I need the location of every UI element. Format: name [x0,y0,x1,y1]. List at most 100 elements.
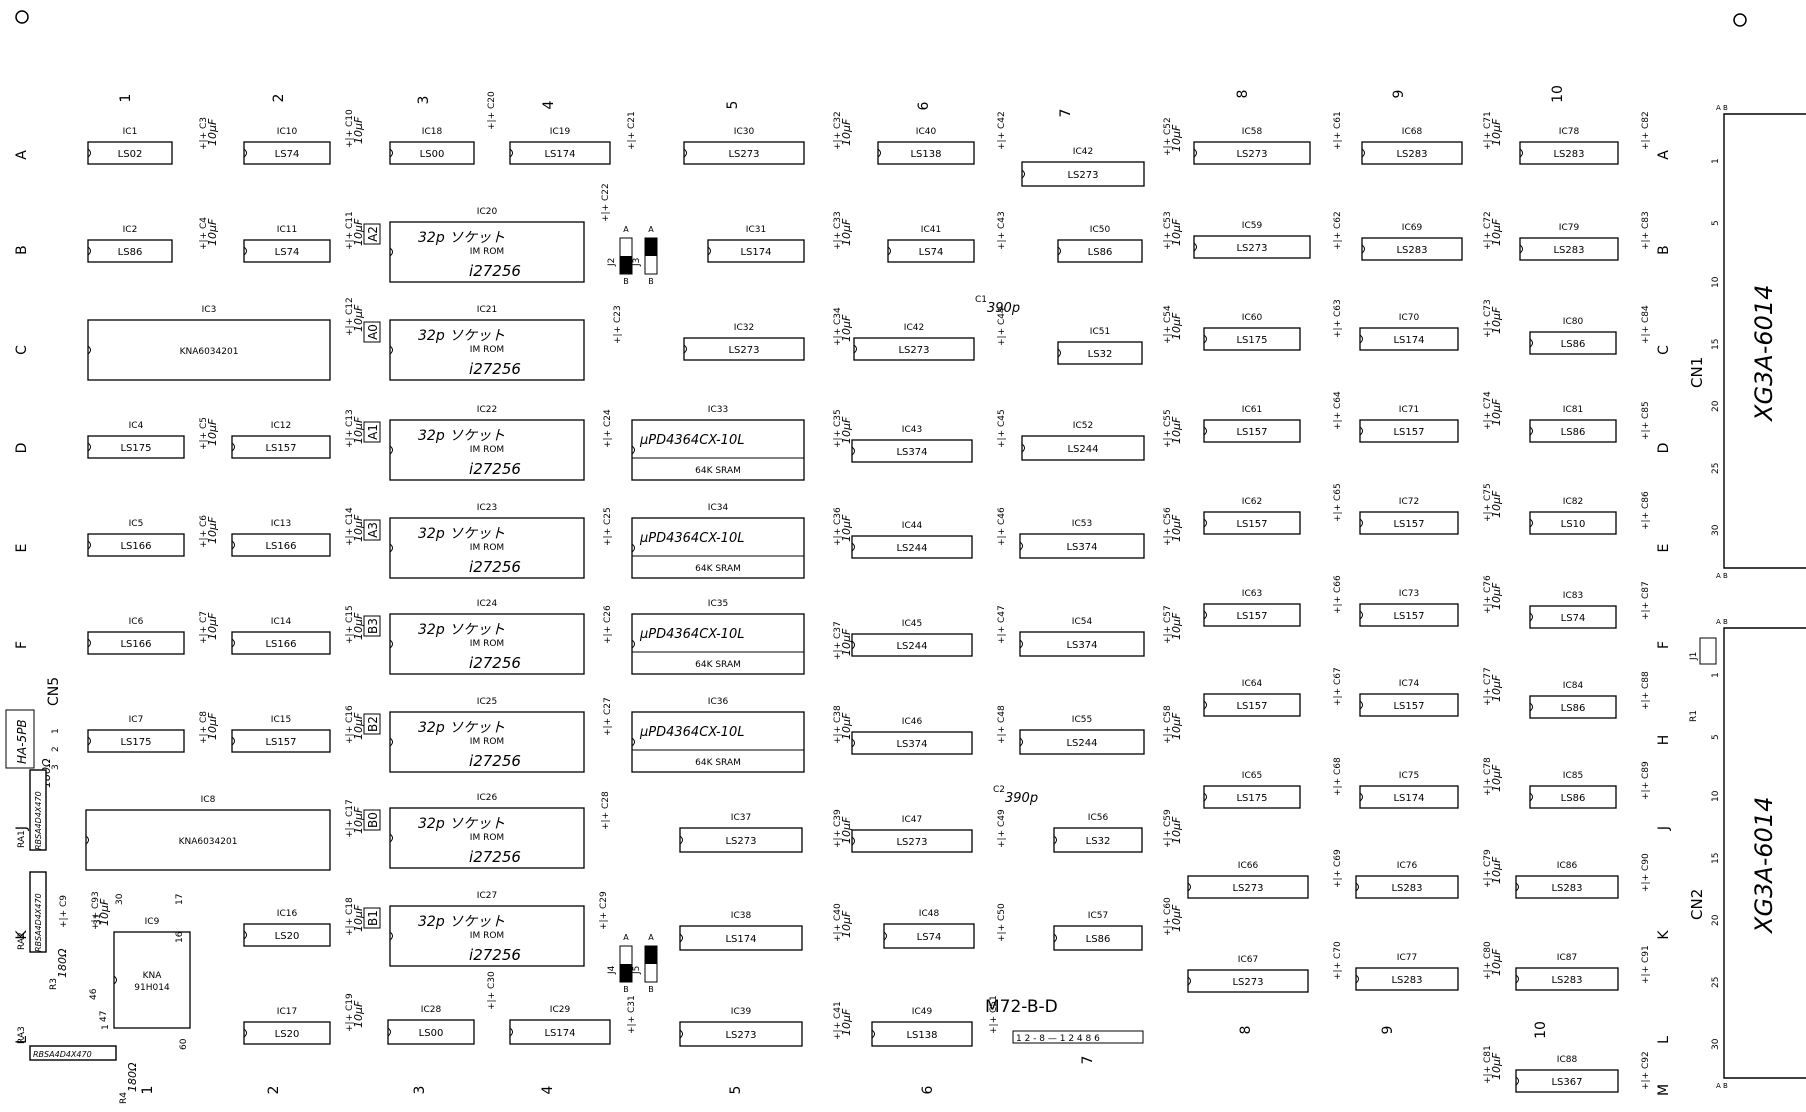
capacitor-ref: +|+ C24 [603,409,613,448]
connector-pin-tick: 10 [1711,790,1721,802]
ic-ref-label: IC29 [550,1005,571,1015]
ic-ref-label: IC56 [1088,813,1109,823]
ic-ref-label: IC86 [1557,861,1578,871]
capacitor-ref: +|+ C39 [833,809,843,848]
ic-part-label: IM ROM [470,931,504,941]
row-label-right: B [1656,245,1672,255]
column-label-bottom: 5 [728,1086,744,1095]
row-label-right: H [1656,735,1672,746]
ic-ref-label: IC9 [145,917,160,927]
ic-part-label: 64K SRAM [695,660,741,670]
ic-part-label: LS86 [1561,339,1586,350]
capacitor-value: 10μF [352,514,365,542]
capacitor-c84: +|+ C84 [1641,305,1651,344]
ic-ref-label: IC69 [1402,223,1423,233]
ic-part-label: LS86 [1561,703,1586,714]
capacitor-value: 10μF [840,218,853,246]
ic-part-label: LS74 [917,932,942,943]
capacitor-ref: +|+ C13 [345,409,355,448]
ic-part-label: LS283 [1553,149,1584,160]
capacitor-ref: +|+ C9 [59,895,69,928]
capacitor-ref: +|+ C86 [1641,491,1651,530]
ic-part-label: KNA6034201 [179,837,238,847]
jumper-pin-label: A [648,933,654,942]
capacitor-c83: +|+ C83 [1641,211,1651,250]
capacitor-value: 10μF [1170,612,1183,640]
capacitor-ref: +|+ C38 [833,705,843,744]
row-label-left: E [14,544,30,553]
ic-part-label: LS157 [1236,701,1267,712]
ic-part-label: LS157 [1393,427,1424,438]
ic-part-label: LS244 [896,641,927,652]
ic-part-label: LS283 [1391,975,1422,986]
jumper-strip-label: 1 2 - 8 — 1 2 4 8 6 [1016,1034,1100,1044]
capacitor-ref: C1 [975,295,987,305]
jumper-pin-label: B [623,277,629,286]
ic-ref-label: IC40 [916,127,937,137]
ic-part-label: LS02 [118,149,143,160]
column-label-top: 1 [118,94,134,103]
capacitor-c90: +|+ C90 [1641,853,1651,892]
connector-pin-label: 3 [51,764,61,770]
column-label-top: 3 [416,96,432,105]
ic-part-label: LS86 [118,247,143,258]
capacitor-ref: +|+ C18 [345,897,355,936]
connector-pin-tick: 25 [1711,977,1721,988]
ic-ref-label: IC18 [422,127,443,137]
ic-part-label: LS74 [275,149,300,160]
ic-ref-label: IC60 [1242,313,1263,323]
capacitor-value: 10μF [1490,306,1503,334]
row-label-left: B [14,245,30,255]
ic-part-label: KNA6034201 [180,347,239,357]
column-label-bottom: 7 [1080,1056,1096,1065]
capacitor-value: 10μF [352,116,365,144]
capacitor-c87: +|+ C87 [1641,581,1651,620]
ic-ref-label: IC64 [1242,679,1263,689]
capacitor-ref: +|+ C89 [1641,761,1651,800]
ic-part-label: LS174 [544,149,575,160]
ic-part-label: IM ROM [470,737,504,747]
ic-ref-label: IC41 [921,225,941,235]
ic-ref-label: IC38 [731,911,752,921]
capacitor-ref: +|+ C4 [199,217,209,250]
ic-part-label: LS166 [120,639,151,650]
capacitor-c50: +|+ C50 [997,903,1007,942]
capacitor-ref: +|+ C16 [345,705,355,744]
capacitor-value: 10μF [352,712,365,740]
capacitor-value: 10μF [1490,118,1503,146]
ic-part-label: LS174 [1393,335,1424,346]
capacitor-value: 10μF [1490,398,1503,426]
ic-part-label: 91H014 [134,983,170,993]
column-label-top: 7 [1058,109,1074,118]
capacitor-value: 10μF [840,416,853,444]
connector-pin-tick: 25 [1711,463,1721,474]
ic-part-label: LS175 [1236,335,1267,346]
capacitor-value: 10μF [840,118,853,146]
row-label-left: C [14,345,30,355]
ic-ref-label: IC61 [1242,405,1262,415]
ic-part-label: LS273 [725,836,756,847]
